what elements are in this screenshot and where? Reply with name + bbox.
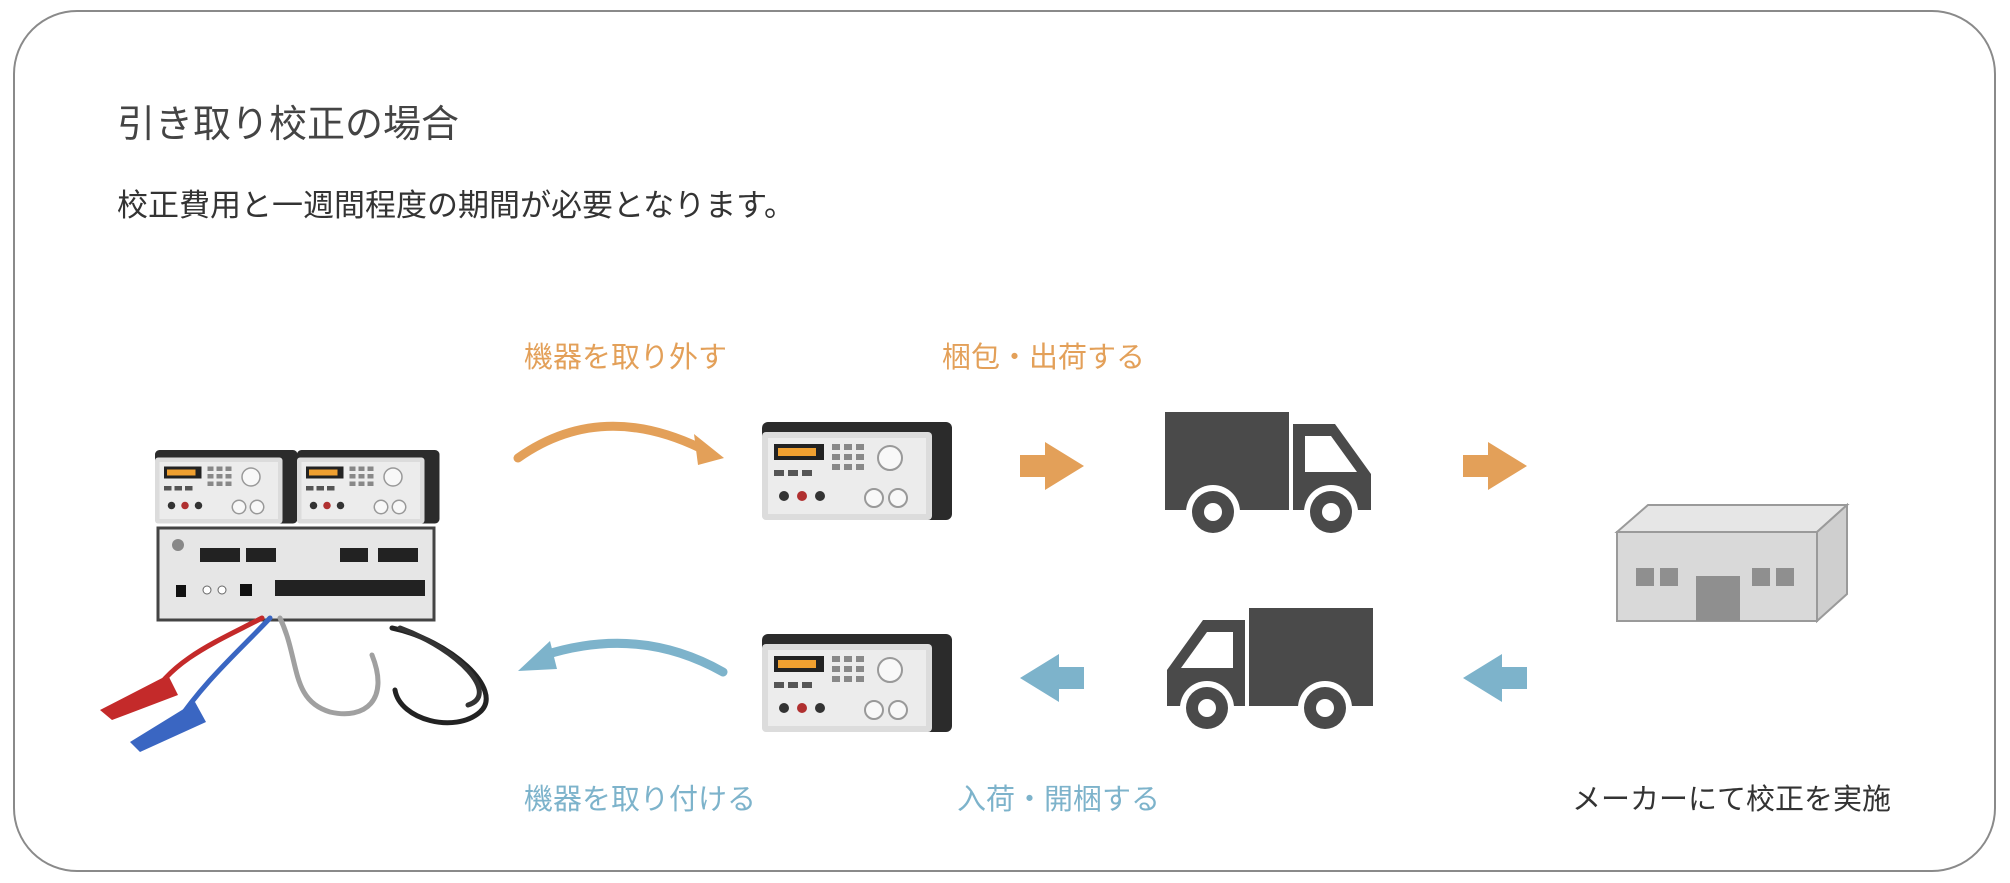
install-curved-arrow-icon	[540, 638, 728, 677]
content-card	[13, 10, 1996, 872]
page-title: 引き取り校正の場合	[117, 102, 460, 146]
arrow-right-icon	[1463, 442, 1527, 490]
arrow-left-icon	[1020, 654, 1084, 702]
delivery-truck-left-icon	[1167, 608, 1373, 735]
remove-curved-arrow-icon	[513, 421, 705, 463]
step-maker-calibration-label: メーカーにて校正を実施	[1572, 782, 1892, 816]
remove-arrow-head-icon	[694, 434, 724, 465]
electronic-load-instrument-icon	[761, 421, 953, 521]
step-pack-ship-label: 梱包・出荷する	[942, 340, 1146, 374]
page-subtitle: 校正費用と一週間程度の期間が必要となります。	[117, 188, 795, 224]
electronic-load-instrument-icon	[761, 633, 953, 733]
instrument-test-rig-icon	[100, 449, 489, 752]
manufacturer-factory-icon	[1614, 502, 1850, 624]
arrow-left-icon	[1463, 654, 1527, 702]
step-install-label: 機器を取り付ける	[524, 782, 757, 816]
install-arrow-head-icon	[518, 641, 557, 671]
arrow-right-icon	[1020, 442, 1084, 490]
delivery-truck-right-icon	[1165, 412, 1371, 539]
step-remove-label: 機器を取り外す	[524, 340, 728, 374]
step-receive-unpack-label: 入荷・開梱する	[957, 782, 1161, 816]
